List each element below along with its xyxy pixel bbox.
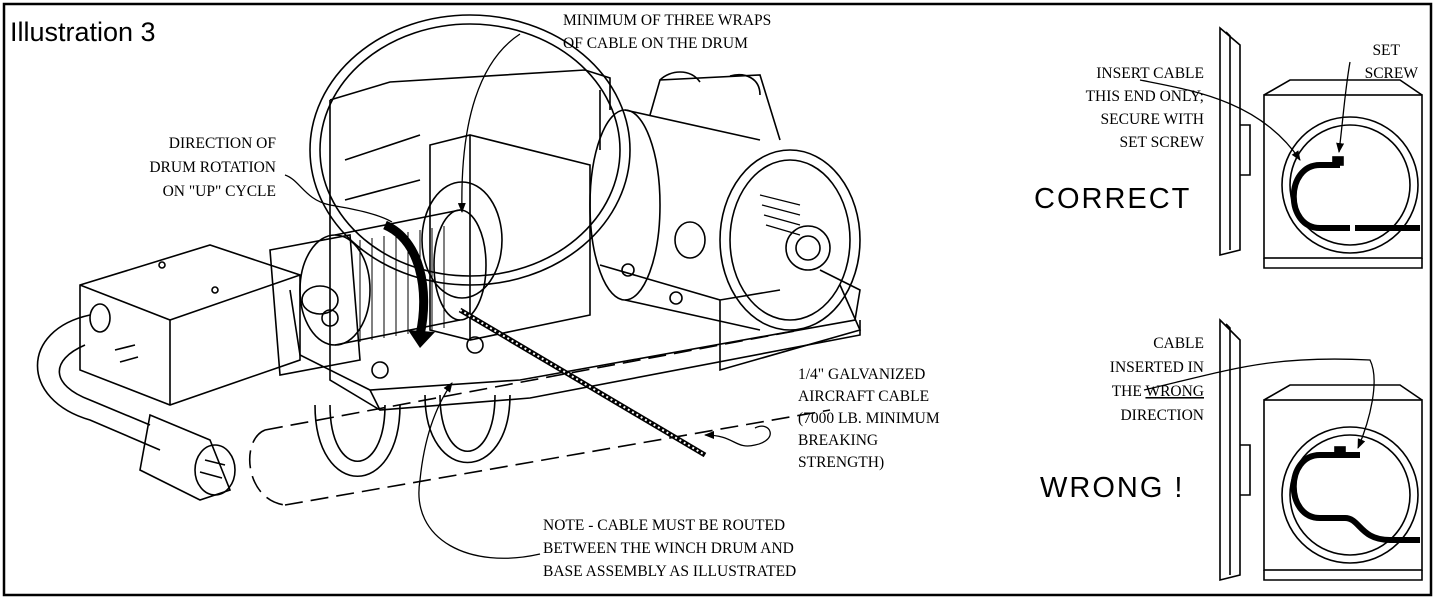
insert-leader (1139, 79, 1301, 161)
rotation-arrow (382, 220, 429, 336)
correct-label: CORRECT (1034, 183, 1191, 215)
callout-cable: 1/4" GALVANIZED AIRCRAFT CABLE (7000 LB.… (798, 366, 940, 471)
svg-text:BASE ASSEMBLY AS ILLUSTRATED: BASE ASSEMBLY AS ILLUSTRATED (543, 563, 796, 580)
mast-pipe (248, 329, 831, 506)
power-cord (36, 314, 161, 451)
svg-text:CABLE: CABLE (1153, 335, 1204, 352)
drum-side-plate (269, 234, 361, 376)
svg-text:INSERTED IN: INSERTED IN (1110, 359, 1204, 376)
u-bolt-right (424, 394, 511, 464)
wrong-leader (1143, 358, 1375, 449)
svg-text:NOTE - CABLE MUST BE ROUTED: NOTE - CABLE MUST BE ROUTED (543, 517, 785, 534)
svg-text:SECURE WITH: SECURE WITH (1101, 111, 1204, 128)
svg-text:SET: SET (1372, 42, 1400, 59)
svg-text:THE WRONG: THE WRONG (1112, 383, 1204, 400)
gearbox (429, 134, 591, 341)
u-bolt-left (314, 404, 401, 477)
callout-wrong-direction: CABLE INSERTED IN THE WRONG DIRECTION (1110, 335, 1204, 424)
svg-text:SCREW: SCREW (1365, 65, 1419, 82)
electric-motor (589, 71, 862, 372)
svg-text:(7000 LB. MINIMUM: (7000 LB. MINIMUM (798, 410, 940, 427)
svg-text:INSERT CABLE: INSERT CABLE (1096, 65, 1204, 82)
correct-detail (1219, 26, 1423, 269)
aircraft-cable (458, 307, 707, 458)
svg-text:BREAKING: BREAKING (798, 432, 878, 449)
svg-text:1/4" GALVANIZED: 1/4" GALVANIZED (798, 366, 925, 383)
svg-text:MINIMUM OF THREE WRAPS: MINIMUM OF THREE WRAPS (563, 12, 771, 29)
power-plug (139, 413, 232, 501)
svg-text:SET SCREW: SET SCREW (1119, 134, 1204, 151)
svg-text:DRUM ROTATION: DRUM ROTATION (149, 159, 276, 176)
diagram-title: Illustration 3 (10, 17, 156, 47)
callout-rotation: DIRECTION OF DRUM ROTATION ON "UP" CYCLE (149, 135, 276, 200)
svg-text:DIRECTION: DIRECTION (1120, 407, 1204, 424)
callout-wraps: MINIMUM OF THREE WRAPS OF CABLE ON THE D… (563, 12, 771, 52)
callout-note: NOTE - CABLE MUST BE ROUTED BETWEEN THE … (543, 517, 796, 580)
winch-assembly (36, 14, 862, 506)
svg-text:BETWEEN THE WINCH DRUM AND: BETWEEN THE WINCH DRUM AND (543, 540, 794, 557)
control-box (79, 244, 301, 406)
svg-text:DIRECTION OF: DIRECTION OF (169, 135, 277, 152)
wrong-detail (1219, 318, 1423, 582)
callout-insert: INSERT CABLE THIS END ONLY; SECURE WITH … (1086, 65, 1205, 151)
svg-text:AIRCRAFT CABLE: AIRCRAFT CABLE (798, 388, 929, 405)
svg-text:THIS END ONLY;: THIS END ONLY; (1086, 88, 1204, 105)
winch-frame-plate (329, 69, 611, 411)
callout-set-screw: SET SCREW (1365, 42, 1419, 82)
wrong-label: WRONG ! (1040, 472, 1185, 504)
cable-drum (334, 209, 461, 346)
leader-lines (284, 33, 771, 559)
set-screw-leader (1336, 61, 1351, 153)
svg-text:OF CABLE ON THE DRUM: OF CABLE ON THE DRUM (563, 35, 748, 52)
svg-text:STRENGTH): STRENGTH) (798, 454, 884, 471)
svg-text:ON "UP" CYCLE: ON "UP" CYCLE (163, 183, 276, 200)
